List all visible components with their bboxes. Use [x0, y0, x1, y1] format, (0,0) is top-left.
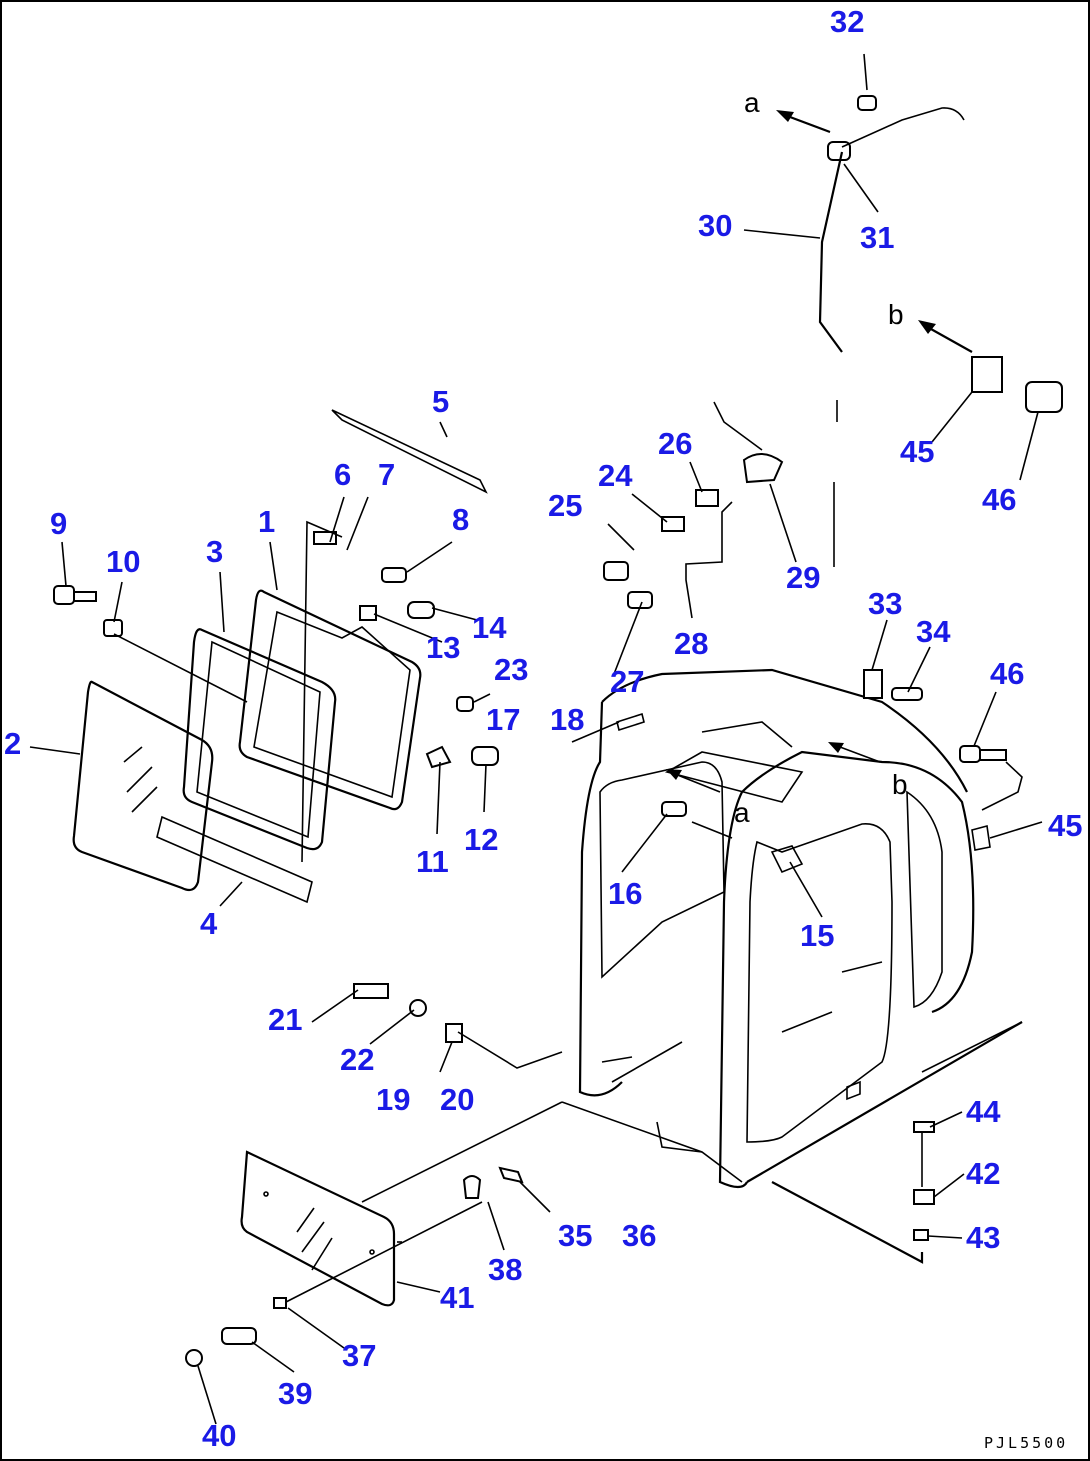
arrow-letter-a-cab: a — [734, 797, 750, 828]
callout-10: 10 — [106, 544, 140, 579]
callout-12: 12 — [464, 822, 498, 857]
callout-30: 30 — [698, 208, 732, 243]
callout-21: 21 — [268, 1002, 302, 1037]
hardware-parts — [53, 95, 1063, 1367]
callout-32: 32 — [830, 4, 864, 39]
callout-46-upper: 46 — [982, 482, 1016, 517]
arrow-labels: a a b b — [734, 87, 908, 828]
callout-24: 24 — [598, 458, 633, 493]
callout-15: 15 — [800, 918, 834, 953]
callout-41: 41 — [440, 1280, 474, 1315]
callout-5: 5 — [432, 384, 449, 419]
callout-44: 44 — [966, 1094, 1001, 1129]
callout-34: 34 — [916, 614, 951, 649]
view-arrows — [666, 110, 973, 793]
callout-27: 27 — [610, 664, 644, 699]
callout-16: 16 — [608, 876, 642, 911]
callout-numbers: 1 2 3 4 5 6 7 8 9 10 11 12 13 14 15 16 1… — [4, 4, 1082, 1453]
callout-11: 11 — [416, 844, 449, 879]
callout-22: 22 — [340, 1042, 374, 1077]
callout-40: 40 — [202, 1418, 236, 1453]
callout-33: 33 — [868, 586, 902, 621]
callout-28: 28 — [674, 626, 708, 661]
callout-43: 43 — [966, 1220, 1000, 1255]
arrow-letter-a-top: a — [744, 87, 760, 118]
wiper-rod — [818, 107, 965, 422]
callout-20: 20 — [440, 1082, 474, 1117]
callout-36: 36 — [622, 1218, 656, 1253]
callout-23: 23 — [494, 652, 528, 687]
callout-25: 25 — [548, 488, 582, 523]
callout-35: 35 — [558, 1218, 592, 1253]
callout-26: 26 — [658, 426, 692, 461]
callout-18: 18 — [550, 702, 584, 737]
callout-6: 6 — [334, 457, 351, 492]
callout-29: 29 — [786, 560, 820, 595]
leader-lines — [29, 53, 1043, 1425]
arrow-letter-b-cab: b — [892, 769, 908, 800]
callout-31: 31 — [860, 220, 894, 255]
front-window-assembly — [72, 409, 488, 904]
callout-9: 9 — [50, 506, 67, 541]
callout-38: 38 — [488, 1252, 522, 1287]
drawing-code: PJL5500 — [984, 1434, 1068, 1452]
cab-body — [561, 668, 1023, 1264]
callout-2: 2 — [4, 726, 21, 761]
callout-8: 8 — [452, 502, 469, 537]
callout-4: 4 — [200, 906, 218, 941]
callout-46-lower: 46 — [990, 656, 1024, 691]
callout-14: 14 — [472, 610, 507, 645]
callout-13: 13 — [426, 630, 460, 665]
callout-45-lower: 45 — [1048, 808, 1082, 843]
callout-17: 17 — [486, 702, 520, 737]
callout-1: 1 — [258, 504, 275, 539]
arrow-letter-b-top: b — [888, 299, 904, 330]
callout-45-upper: 45 — [900, 434, 934, 469]
callout-42: 42 — [966, 1156, 1000, 1191]
callout-37: 37 — [342, 1338, 376, 1373]
door-window — [240, 1150, 396, 1307]
callout-3: 3 — [206, 534, 223, 569]
callout-19: 19 — [376, 1082, 410, 1117]
callout-7: 7 — [378, 457, 395, 492]
callout-39: 39 — [278, 1376, 312, 1411]
